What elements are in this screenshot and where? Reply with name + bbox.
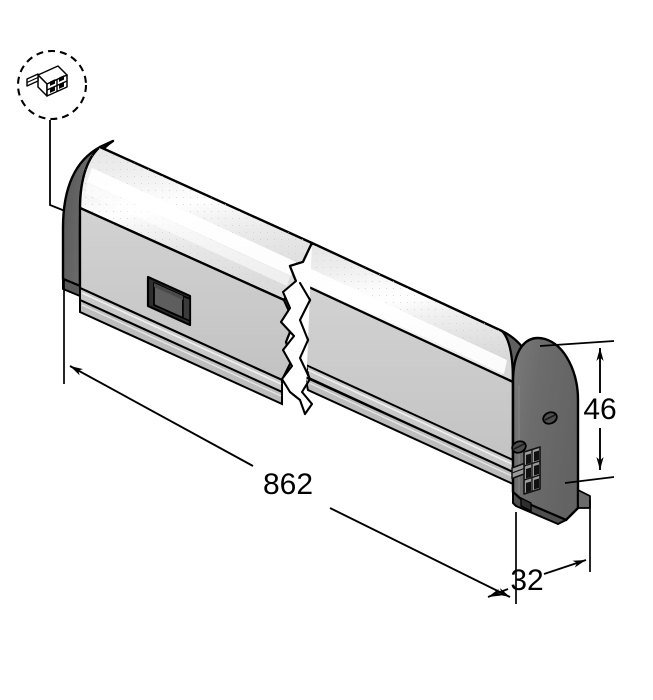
right-end-cap	[500, 329, 591, 525]
dimension-line-depth-a	[543, 559, 587, 575]
dimension-depth: 32	[487, 500, 591, 598]
dimension-length: 862	[63, 279, 517, 604]
end-cap-screw-upper	[542, 411, 558, 425]
rocker-switch[interactable]	[146, 275, 192, 327]
dimension-label-length: 862	[263, 468, 313, 501]
detail-callout	[16, 49, 88, 218]
dimension-label-height: 46	[583, 393, 616, 426]
dimension-label-depth: 32	[510, 564, 543, 597]
extension-line-height-bottom	[564, 476, 615, 484]
dimension-line-length-a	[69, 365, 254, 467]
grid-connector	[511, 446, 541, 495]
luminaire-body	[61, 139, 591, 525]
dimension-height: 46	[539, 340, 617, 484]
grid-connector-icon	[26, 65, 68, 97]
extension-line-height-top	[539, 340, 615, 347]
dimension-line-length-b	[329, 507, 511, 598]
housing-front-right	[298, 281, 515, 486]
break-line	[279, 241, 314, 416]
end-cap-screw-lower	[511, 440, 527, 454]
dimension-line-depth-b	[487, 588, 509, 598]
diffuser-lens-left	[78, 145, 314, 302]
